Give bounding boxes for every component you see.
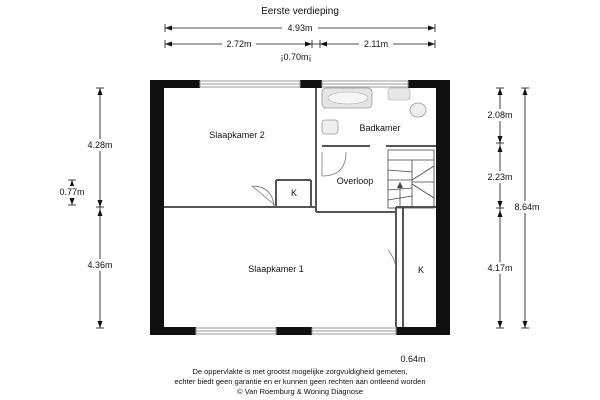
sink — [409, 102, 427, 118]
towel-radiator — [387, 87, 411, 101]
dim-total-width: 4.93m — [287, 23, 312, 33]
dim-right-total: 8.64m — [514, 202, 539, 212]
footer-line-1: De oppervlakte is met grootst mogelijke … — [192, 367, 407, 376]
outer-walls — [150, 80, 450, 335]
toilet — [321, 119, 339, 135]
inner-walls — [164, 88, 436, 327]
room-label-kast-bottom: K — [418, 265, 424, 275]
dim-right-mid: 2.23m — [487, 172, 512, 182]
staircase — [387, 149, 435, 209]
footer-line-2: echter biedt geen garantie en er kunnen … — [174, 377, 425, 386]
bathroom-fixtures — [321, 87, 427, 135]
room-label-kast-top: K — [291, 188, 297, 198]
left-dimensions — [68, 87, 104, 329]
room-label-overloop: Overloop — [337, 176, 374, 186]
room-label-slaapkamer-2: Slaapkamer 2 — [209, 130, 265, 140]
door-swings — [251, 151, 397, 271]
floor-title: Eerste verdieping — [261, 6, 339, 17]
dim-bottom-small: 0.64m — [400, 354, 425, 364]
dim-right-top: 2.08m — [487, 110, 512, 120]
dim-width-left: 2.72m — [226, 39, 251, 49]
dim-right-bottom: 4.17m — [487, 263, 512, 273]
windows — [195, 80, 409, 335]
room-label-badkamer: Badkamer — [359, 123, 400, 133]
dim-left-bottom: 4.36m — [87, 260, 112, 270]
dim-left-top: 4.28m — [87, 140, 112, 150]
room-label-slaapkamer-1: Slaapkamer 1 — [248, 264, 304, 274]
dim-left-mid: 0.77m — [59, 187, 84, 197]
dim-width-right: 2.11m — [364, 39, 388, 49]
dim-stairs-width: ¡0.70m¡ — [280, 52, 311, 62]
footer-line-3: © Van Roemburg & Woning Diagnose — [237, 387, 363, 396]
